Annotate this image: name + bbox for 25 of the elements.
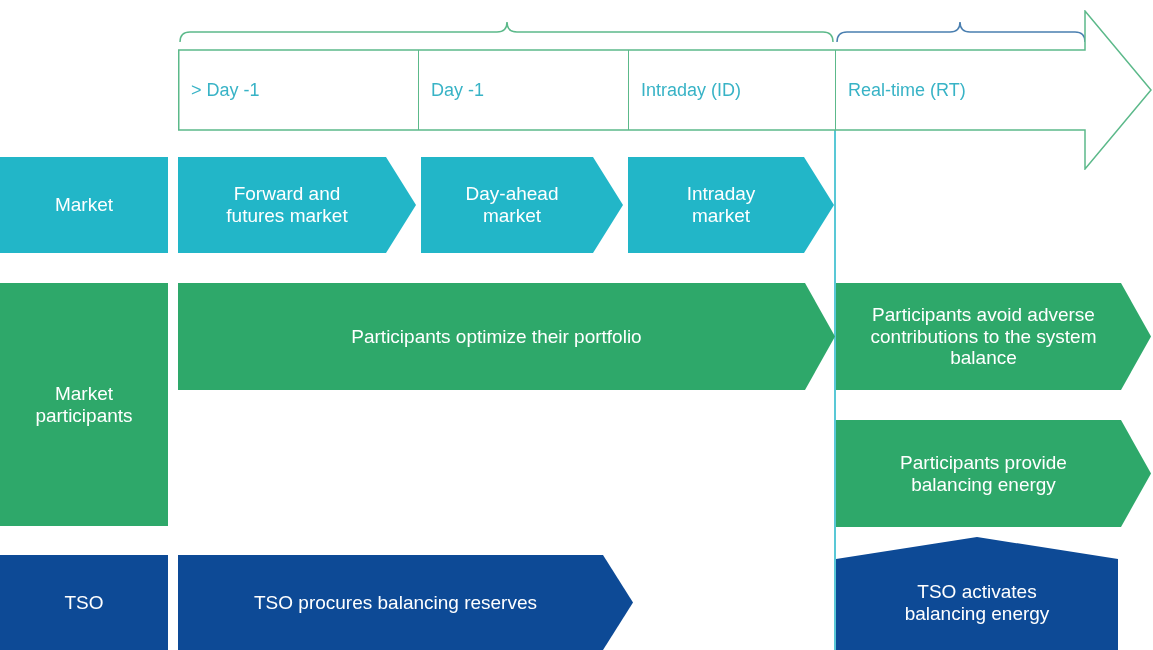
lane-title: TSO [64,591,104,614]
phase-label: Intraday (ID) [641,79,742,101]
phase-label: Real-time (RT) [848,79,966,101]
chevron-shape [178,555,633,650]
chevron-shape [178,157,416,253]
phase-label: Day -1 [431,79,484,101]
chevron-shape [836,283,1151,390]
step-text: TSO activates balancing energy [903,580,1051,625]
lane-title: Market participants [34,382,134,427]
step-text: Participants provide balancing energy [899,451,1068,496]
lane-title: Market [54,194,114,216]
step-text: Participants avoid adverse contributions to the system balance [869,303,1098,370]
step-text: Intraday market [685,183,757,227]
lane-header [0,555,168,650]
chevron-shape [178,283,835,390]
step-text: Forward and futures market [225,183,349,227]
lane-header [0,283,168,526]
chevron-shape [421,157,623,253]
lane-header [0,157,168,253]
phase-label: > Day -1 [191,79,260,101]
step-text: TSO procures balancing reserves [254,591,537,614]
step-text: Day-ahead market [464,183,560,227]
chevron-shape [836,420,1151,527]
chevron-shape [628,157,834,253]
step-text: Participants optimize their portfolio [351,325,642,348]
